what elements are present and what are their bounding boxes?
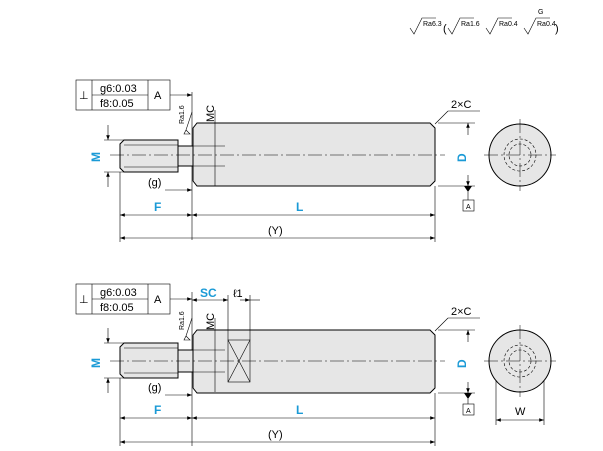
perpendicularity-symbol: ⊥ bbox=[79, 90, 89, 102]
roughness-local: Ra1.6 bbox=[179, 105, 186, 124]
tolerance-f8: f8:0.05 bbox=[100, 98, 134, 110]
roughness-alt-3: Ra0.4 bbox=[537, 21, 556, 28]
label-f: F bbox=[154, 403, 161, 417]
roughness-alt-2: Ra0.4 bbox=[499, 21, 518, 28]
tolerance-frame: ⊥ g6:0.03 f8:0.05 A bbox=[75, 79, 192, 111]
label-l: L bbox=[296, 200, 303, 214]
datum-a: A bbox=[466, 408, 471, 415]
label-m: M bbox=[89, 358, 103, 368]
label-sc: SC bbox=[200, 286, 217, 300]
label-w: W bbox=[515, 406, 526, 418]
datum-ref: A bbox=[154, 294, 162, 306]
label-d: D bbox=[455, 153, 469, 162]
label-chamfer: 2×C bbox=[451, 306, 472, 318]
paren-close: ) bbox=[555, 23, 559, 35]
datum-a: A bbox=[466, 204, 471, 211]
label-l1: ℓ1 bbox=[233, 288, 243, 300]
main-body bbox=[192, 122, 436, 187]
datum-ref: A bbox=[154, 90, 162, 102]
roughness-alt-1: Ra1.6 bbox=[461, 21, 480, 28]
roughness-main: Ra6.3 bbox=[423, 21, 442, 28]
figure-wrench-flat: ⊥ g6:0.03 f8:0.05 A Ra1.6 MC SC ℓ1 M bbox=[75, 283, 556, 446]
perpendicularity-symbol: ⊥ bbox=[79, 294, 89, 306]
main-body bbox=[192, 329, 436, 394]
label-mc: MC bbox=[205, 313, 217, 330]
label-g: (g) bbox=[148, 382, 161, 394]
label-d: D bbox=[455, 359, 469, 368]
label-f: F bbox=[154, 200, 161, 214]
label-chamfer: 2×C bbox=[451, 99, 472, 111]
roughness-local: Ra1.6 bbox=[179, 311, 186, 330]
label-y: (Y) bbox=[268, 225, 283, 237]
tolerance-g6: g6:0.03 bbox=[100, 287, 137, 299]
label-y: (Y) bbox=[268, 429, 283, 441]
tolerance-f8: f8:0.05 bbox=[100, 302, 134, 314]
neck bbox=[177, 145, 194, 167]
tolerance-frame-2: ⊥ g6:0.03 f8:0.05 A bbox=[75, 283, 192, 315]
tolerance-g6: g6:0.03 bbox=[100, 83, 137, 95]
roughness-grind: G bbox=[538, 9, 543, 16]
roughness-legend: Ra6.3 ( Ra1.6 Ra0.4 G Ra0.4 ) bbox=[409, 9, 559, 35]
label-g: (g) bbox=[148, 177, 161, 189]
label-m: M bbox=[89, 152, 103, 162]
label-l: L bbox=[296, 403, 303, 417]
paren-open: ( bbox=[443, 23, 447, 35]
figure-standard: ⊥ g6:0.03 f8:0.05 A Ra1.6 MC M (g) bbox=[75, 79, 556, 242]
label-mc: MC bbox=[205, 105, 217, 122]
wrench-flat bbox=[227, 339, 251, 383]
